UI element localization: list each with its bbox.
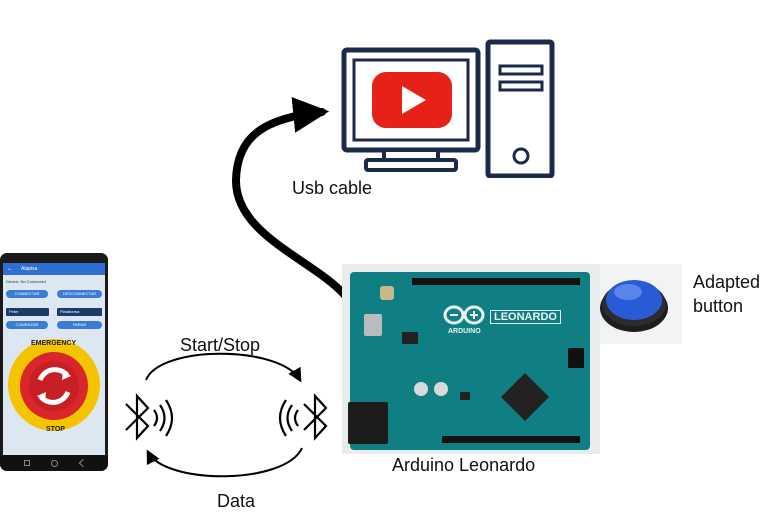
pcb: LEONARDO ARDUINO xyxy=(348,272,590,450)
regulator xyxy=(402,332,418,344)
phone-app-bar: ← Alapisa xyxy=(3,263,105,275)
youtube-play-icon xyxy=(372,72,452,128)
adapted-button-photo xyxy=(588,264,682,344)
emergency-bottom-text: STOP xyxy=(46,426,65,433)
back-arrow-icon[interactable]: ← xyxy=(7,266,13,272)
user-select[interactable]: Peter xyxy=(6,308,49,316)
computer-icon xyxy=(341,39,555,178)
phone-device-status: Device: No Connected xyxy=(6,279,47,284)
recents-icon[interactable] xyxy=(24,460,30,466)
board-brand-name: LEONARDO xyxy=(490,310,561,324)
digital-header xyxy=(412,278,580,285)
phone-status-bar xyxy=(4,255,104,263)
microcontroller-chip xyxy=(500,372,550,422)
connect-button[interactable]: CONNECTAR xyxy=(6,290,48,298)
home-icon[interactable] xyxy=(51,460,58,467)
smartphone: ← Alapisa Device: No Connected CONNECTAR… xyxy=(0,253,108,471)
signal-waves-icon xyxy=(293,409,299,427)
usb-cable-arrow xyxy=(231,96,361,326)
phone-app-title: Alapisa xyxy=(21,266,38,272)
arduino-leonardo-label: Arduino Leonardo xyxy=(392,455,536,475)
board-arduino-word: ARDUINO xyxy=(448,328,481,335)
emergency-top-text: EMERGENCY xyxy=(31,340,77,347)
stop-button[interactable]: PARAR xyxy=(57,321,102,329)
bluetooth-icon xyxy=(125,393,174,441)
blue-push-button-icon xyxy=(600,280,668,332)
capacitor xyxy=(434,382,448,396)
adapted-button-label-line2: button xyxy=(693,296,744,316)
back-icon[interactable] xyxy=(78,458,88,468)
emergency-stop-button[interactable] xyxy=(7,333,101,437)
pc-tower-icon xyxy=(485,39,555,178)
platform-select[interactable]: Plataforma xyxy=(57,308,102,316)
signal-waves-icon xyxy=(153,409,159,427)
disconnect-button[interactable]: DESCONNECTAR xyxy=(57,290,102,298)
small-component xyxy=(460,392,470,400)
phone-screen: ← Alapisa Device: No Connected CONNECTAR… xyxy=(3,263,105,455)
data-arrow xyxy=(146,447,303,478)
start-stop-label: Start/Stop xyxy=(180,335,261,355)
power-header xyxy=(442,436,580,443)
icsp-header xyxy=(568,348,584,368)
start-button[interactable]: COMENZAR xyxy=(6,321,48,329)
reset-button xyxy=(380,286,394,300)
phone-nav-bar xyxy=(0,455,108,471)
arduino-leonardo-board: LEONARDO ARDUINO xyxy=(342,264,600,454)
micro-usb-port xyxy=(364,314,382,336)
start-stop-arrow xyxy=(145,352,302,383)
capacitor xyxy=(414,382,428,396)
power-jack xyxy=(348,402,388,444)
data-label: Data xyxy=(217,491,256,511)
usb-cable-label: Usb cable xyxy=(292,178,373,198)
bluetooth-icon xyxy=(278,393,328,441)
adapted-button-label-line1: Adapted xyxy=(693,272,761,292)
adapted-button-label: Adapted button xyxy=(693,270,760,318)
arduino-infinity-logo xyxy=(443,305,485,325)
